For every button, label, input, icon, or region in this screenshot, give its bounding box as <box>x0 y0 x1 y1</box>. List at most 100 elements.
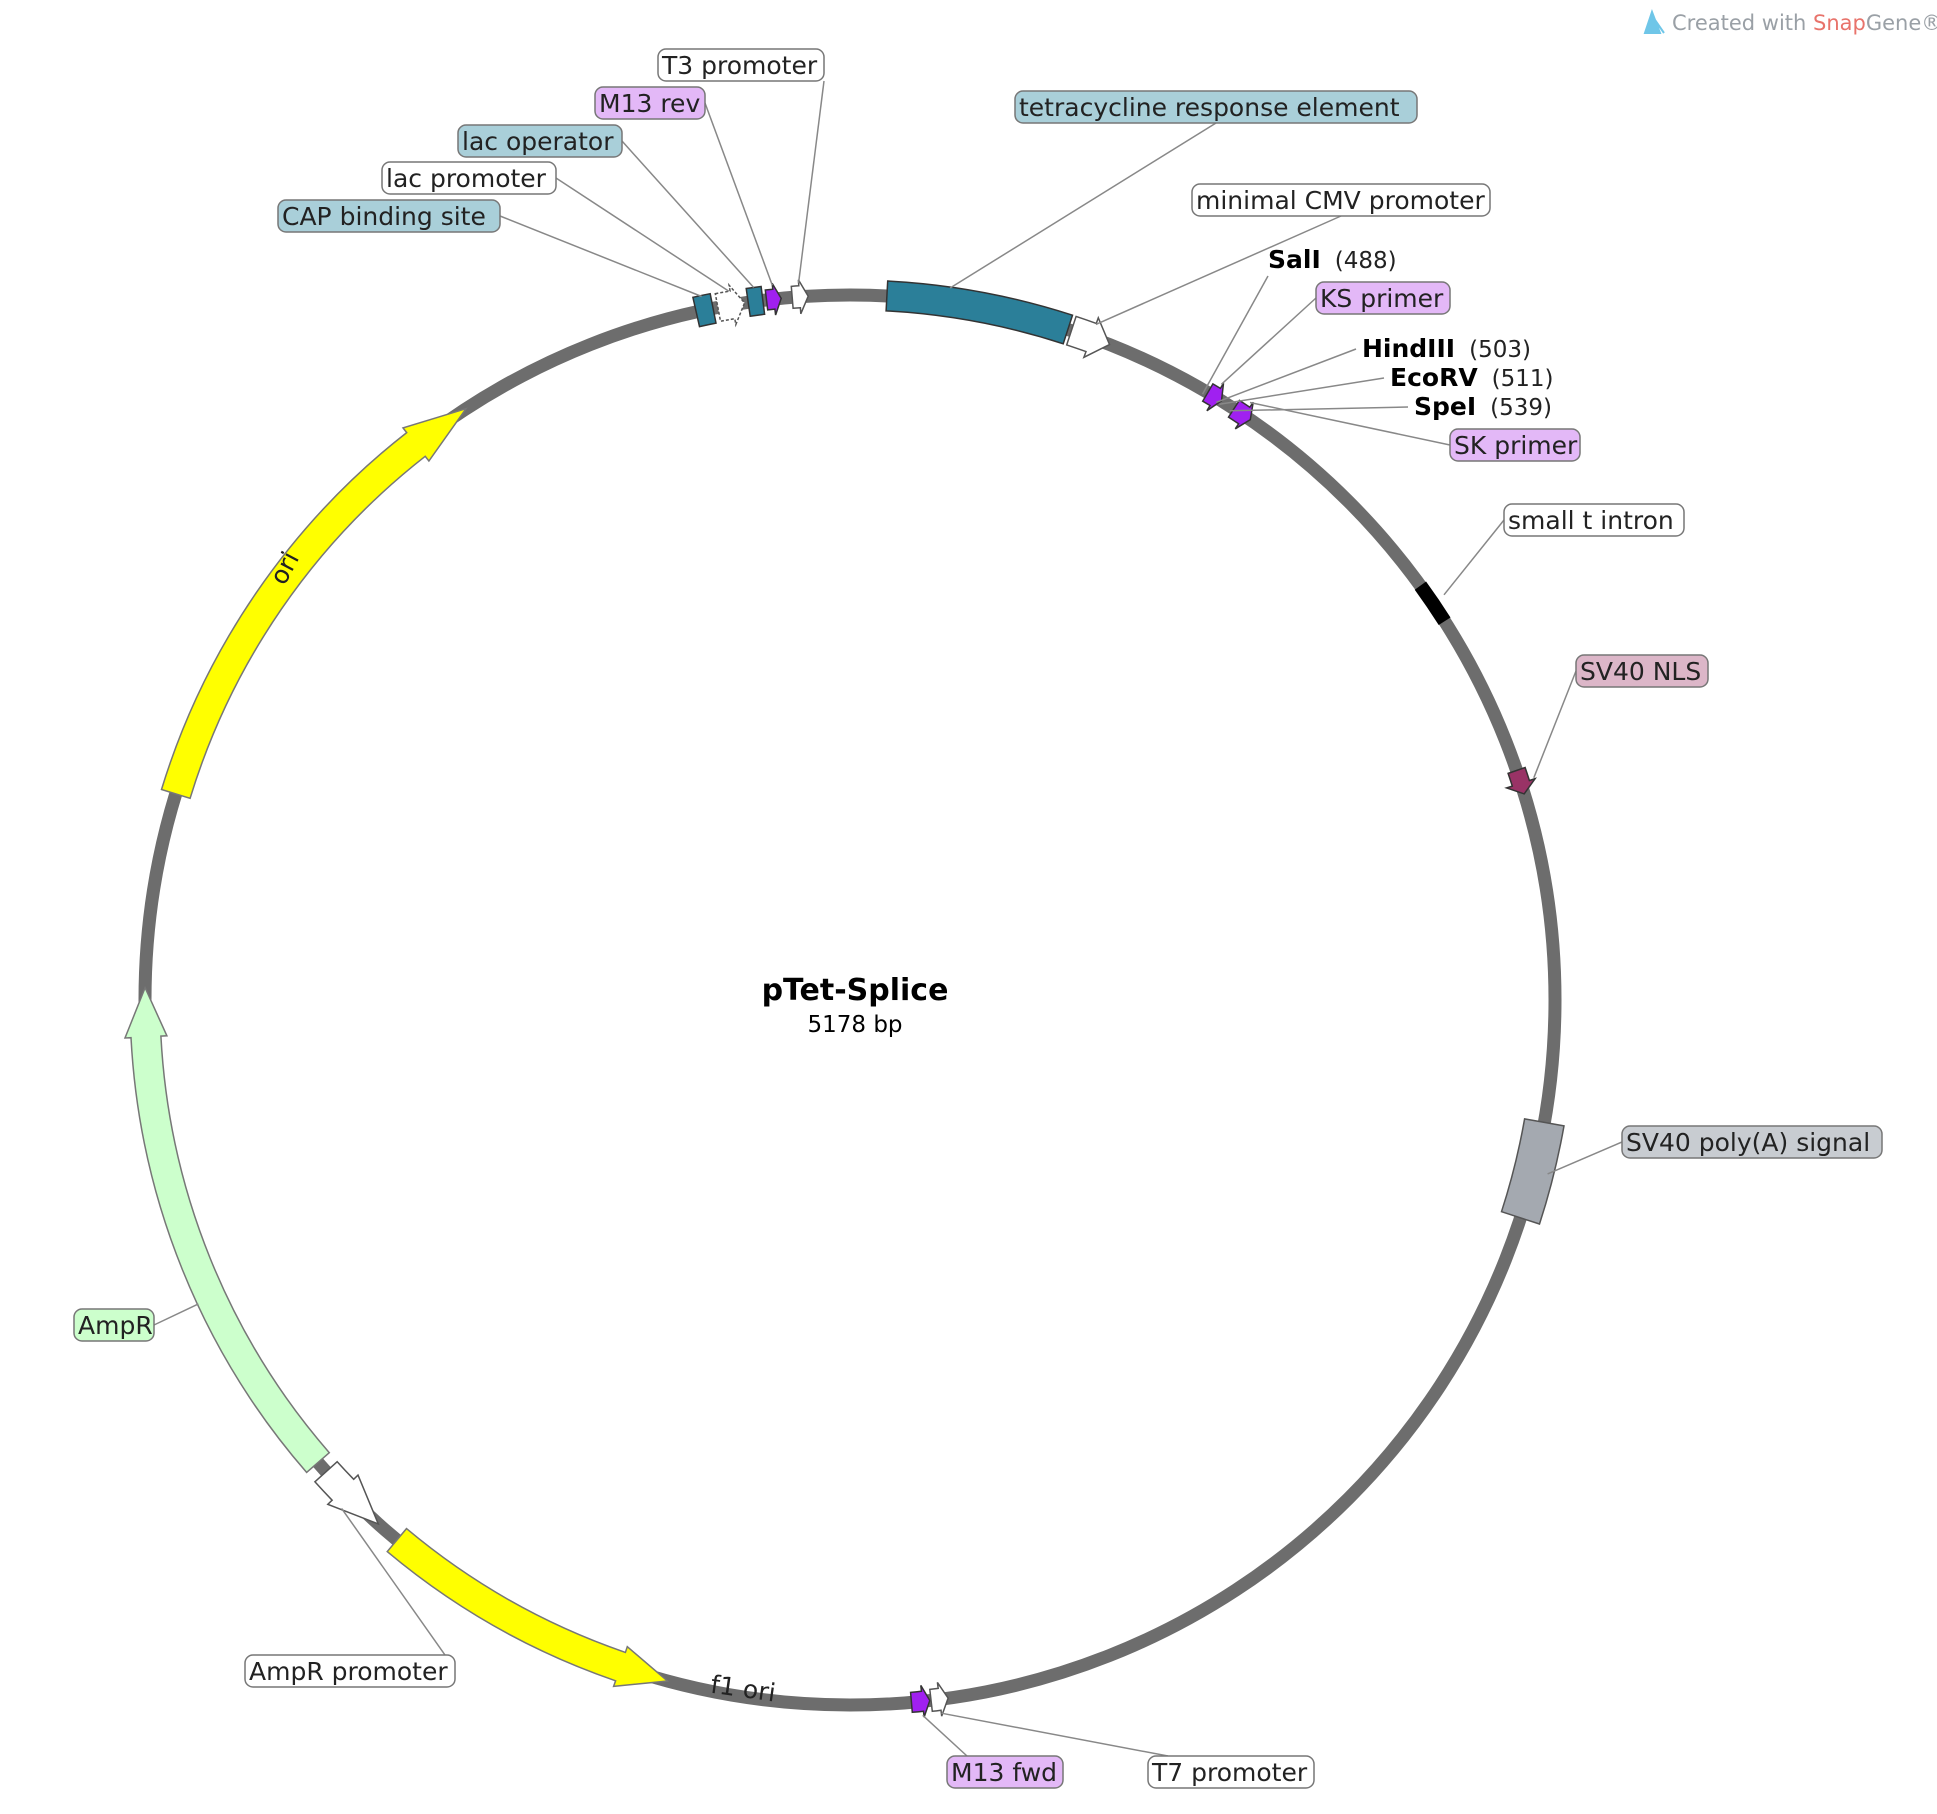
feature-ks[interactable] <box>1201 382 1225 412</box>
label-box-sk <box>1449 428 1581 462</box>
label-text-laco: lac operator <box>462 127 614 156</box>
feature-m13fwd[interactable] <box>909 1685 931 1718</box>
snapgene-branding: Created with SnapGene® <box>1643 9 1937 35</box>
label-laco[interactable]: lac operator <box>457 124 623 158</box>
inner-label-f1ori: f1 ori <box>709 1670 778 1708</box>
label-box-polya <box>1621 1125 1883 1159</box>
label-box-tre <box>1014 90 1418 124</box>
enzyme-spei[interactable]: SpeI (539) <box>1414 392 1552 421</box>
plasmid-size: 5178 bp <box>807 1012 902 1038</box>
leader-t7 <box>941 1712 1169 1757</box>
enzyme-name: SalI <box>1268 245 1321 274</box>
leader-nls <box>1533 670 1577 779</box>
label-m13fwd[interactable]: M13 fwd <box>946 1755 1064 1789</box>
enzyme-leader <box>1219 377 1385 405</box>
label-nls[interactable]: SV40 NLS <box>1575 654 1709 688</box>
enzyme-position: (539) <box>1490 395 1552 421</box>
feature-ampr-promoter[interactable] <box>313 1460 380 1526</box>
feature-layer <box>123 279 1565 1718</box>
enzyme-ecorv[interactable]: EcoRV (511) <box>1390 363 1554 392</box>
label-box-ks <box>1315 281 1451 315</box>
enzyme-leader <box>1216 348 1357 404</box>
label-text-t3: T3 promoter <box>661 51 818 80</box>
enzyme-position: (511) <box>1492 366 1554 392</box>
label-amprp[interactable]: AmpR promoter <box>244 1654 456 1688</box>
label-box-t7 <box>1147 1755 1315 1789</box>
leader-amprp <box>340 1507 446 1656</box>
leader-t3 <box>797 80 825 283</box>
leader-lines <box>153 80 1623 1757</box>
enzyme-name: SpeI <box>1414 392 1476 421</box>
leader-ampr <box>153 1303 199 1326</box>
label-box-amprp <box>244 1654 456 1688</box>
label-lacp[interactable]: lac promoter <box>381 161 557 195</box>
leader-cmv <box>1095 215 1342 326</box>
label-box-cap <box>277 199 501 233</box>
label-cap[interactable]: CAP binding site <box>277 199 501 233</box>
feature-sv40-polya[interactable] <box>1500 1118 1565 1225</box>
enzyme-label: HindIII (503) <box>1362 334 1531 363</box>
label-t3[interactable]: T3 promoter <box>657 48 825 82</box>
label-text-tre: tetracycline response element <box>1019 93 1400 122</box>
enzyme-sali[interactable]: SalI (488) <box>1268 245 1397 274</box>
label-box-m13rev <box>594 86 706 120</box>
leader-ks <box>1220 297 1317 385</box>
feature-ori[interactable] <box>160 407 468 800</box>
feature-tre[interactable] <box>885 280 1074 345</box>
label-box-laco <box>457 124 623 158</box>
leader-laco <box>621 140 755 289</box>
label-text-cap: CAP binding site <box>282 202 486 231</box>
label-text-amprp: AmpR promoter <box>249 1657 448 1686</box>
label-box-lacp <box>381 161 557 195</box>
feature-small-t-intron[interactable] <box>1414 581 1451 625</box>
label-ampr[interactable]: AmpR <box>73 1308 155 1342</box>
enzyme-label: SpeI (539) <box>1414 392 1552 421</box>
enzyme-leader <box>1201 275 1269 395</box>
feature-labels: CAP binding site lac promoter lac operator… <box>73 48 1883 1789</box>
snapgene-logo-icon <box>1643 9 1665 34</box>
feature-lacp[interactable] <box>714 282 746 328</box>
label-text-sk: SK primer <box>1454 431 1578 460</box>
label-text-m13rev: M13 rev <box>599 89 700 118</box>
feature-m13rev[interactable] <box>764 282 783 316</box>
enzyme-leader <box>1229 406 1409 412</box>
label-box-nls <box>1575 654 1709 688</box>
label-text-polya: SV40 poly(A) signal <box>1626 1128 1870 1157</box>
label-tre[interactable]: tetracycline response element <box>1014 90 1418 124</box>
label-text-ampr: AmpR <box>78 1311 153 1340</box>
label-polya[interactable]: SV40 poly(A) signal <box>1621 1125 1883 1159</box>
label-ks[interactable]: KS primer <box>1315 281 1451 315</box>
label-text-nls: SV40 NLS <box>1580 657 1701 686</box>
label-t7[interactable]: T7 promoter <box>1147 1755 1315 1789</box>
feature-sk[interactable] <box>1227 399 1254 430</box>
feature-f1ori[interactable] <box>386 1527 670 1688</box>
label-box-ampr <box>73 1308 155 1342</box>
leader-lacp <box>555 177 730 292</box>
enzyme-position: (488) <box>1335 248 1397 274</box>
label-text-t7: T7 promoter <box>1151 1758 1308 1787</box>
enzyme-position: (503) <box>1469 337 1531 363</box>
feature-t7[interactable] <box>928 1681 949 1717</box>
feature-min-cmv[interactable] <box>1065 315 1111 359</box>
enzyme-name: HindIII <box>1362 334 1455 363</box>
enzyme-name: EcoRV <box>1390 363 1478 392</box>
label-intron[interactable]: small t intron <box>1503 503 1685 537</box>
feature-ampr[interactable] <box>123 985 331 1474</box>
label-sk[interactable]: SK primer <box>1449 428 1581 462</box>
feature-laco[interactable] <box>745 285 766 318</box>
feature-t3[interactable] <box>790 279 810 315</box>
enzyme-hindiii[interactable]: HindIII (503) <box>1362 334 1531 363</box>
label-cmv[interactable]: minimal CMV promoter <box>1191 183 1491 217</box>
feature-sv40-nls[interactable] <box>1504 766 1538 795</box>
label-text-cmv: minimal CMV promoter <box>1196 186 1485 215</box>
leader-tre <box>949 122 1217 289</box>
label-m13rev[interactable]: M13 rev <box>594 86 706 120</box>
label-box-m13fwd <box>946 1755 1064 1789</box>
label-box-t3 <box>657 48 825 82</box>
label-text-ks: KS primer <box>1320 284 1444 313</box>
feature-cap[interactable] <box>692 292 717 328</box>
label-box-cmv <box>1191 183 1491 217</box>
label-text-lacp: lac promoter <box>386 164 547 193</box>
plasmid-name: pTet-Splice <box>762 973 949 1008</box>
